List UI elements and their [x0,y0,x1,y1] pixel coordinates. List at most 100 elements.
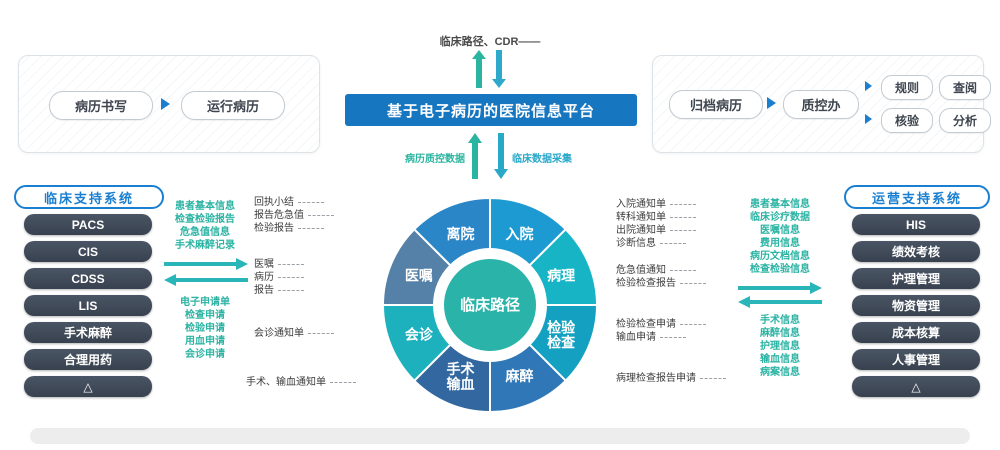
operation-item-more: △ [852,376,980,397]
dash-connector [670,270,696,271]
right-green-bottom-list: 手术信息 麻醉信息 护理信息 输血信息 病案信息 [734,314,826,379]
right-black-top-list: 入院通知单 转科通知单 出院通知单 诊断信息 [616,198,696,250]
footer-band [30,428,970,444]
flow-text: 检验申请 [185,323,225,334]
dash-connector [308,333,334,334]
flow-text: 手术麻醉记录 [175,240,235,251]
dash-connector [278,290,304,291]
flow-text: 用血申请 [185,336,225,347]
arrow-right-icon [865,114,872,124]
flow-text: 病理检查报告申请 [616,373,696,384]
clinical-item-cis: CIS [24,241,152,262]
wheel-segment-label: 入院 [506,226,534,242]
dash-connector [660,337,686,338]
flow-text: 患者基本信息 [175,201,235,212]
dash-connector [670,230,696,231]
wheel-center-circle [444,259,536,351]
qc-function-rules: 规则 [881,75,933,100]
flow-text: 费用信息 [760,238,800,249]
left-black-consult: 会诊通知单 [254,327,334,340]
flow-text: 出院通知单 [616,225,666,236]
left-arrow-icon [164,274,248,286]
flow-text: 检验检查报告 [616,278,676,289]
operation-item-nursing: 护理管理 [852,268,980,289]
dash-connector [278,277,304,278]
flow-text: 病历 [254,272,274,283]
wheel-segment-label: 医嘱 [405,268,433,284]
dash-connector [298,202,324,203]
wheel-segment-label: 手术输血 [447,361,475,392]
dash-connector [660,243,686,244]
flow-text: 病案信息 [760,367,800,378]
left-black-top-list: 回执小结 报告危急值 检验报告 [254,196,334,235]
flow-text: 手术信息 [760,315,800,326]
operation-panel-title: 运营支持系统 [844,185,990,209]
flow-text: 医嘱信息 [760,225,800,236]
operation-item-performance: 绩效考核 [852,241,980,262]
quality-data-label: 病历质控数据 [405,154,465,165]
right-black-request-list: 检验检查申请 输血申请 [616,318,706,344]
dash-connector [680,283,706,284]
flow-text: 检查申请 [185,310,225,321]
wheel-segment-label: 检验检查 [547,320,576,351]
dash-connector [330,382,356,383]
clinical-item-more: △ [24,376,152,397]
flow-text: 输血信息 [760,354,800,365]
qc-office-pill: 质控办 [783,90,859,119]
dash-connector [680,324,706,325]
cdr-label: 临床路径、CDR—— [439,36,541,48]
operation-item-his: HIS [852,214,980,235]
right-arrow-icon [738,282,822,294]
left-black-mid-list: 医嘱 病历 报告 [254,258,304,297]
wheel-segment-label: 离院 [447,226,475,242]
arrow-right-icon [865,81,872,91]
archived-record-pill: 归档病历 [669,90,763,119]
dash-connector [298,228,324,229]
clinical-item-rational-drug: 合理用药 [24,349,152,370]
right-black-mid-list: 危急值通知 检验检查报告 [616,264,706,290]
flow-text: 病历文档信息 [750,251,810,262]
operation-item-hr: 人事管理 [852,349,980,370]
clinical-item-cdss: CDSS [24,268,152,289]
flow-text: 电子申请单 [180,297,230,308]
flow-text: 检验检查申请 [616,319,676,330]
flow-text: 报告危急值 [254,210,304,221]
flow-text: 会诊申请 [185,349,225,360]
qc-function-analyze: 分析 [939,108,991,133]
left-green-top-list: 患者基本信息 检查检验报告 危急值信息 手术麻醉记录 [162,200,248,252]
flow-text: 危急值信息 [180,227,230,238]
wheel-center-label: 临床路径 [460,296,520,314]
operation-item-cost: 成本核算 [852,322,980,343]
dash-connector [308,215,334,216]
archive-qc-box: 归档病历 质控办 规则 查阅 核验 分析 [652,55,991,153]
right-green-top-list: 患者基本信息 临床诊疗数据 医嘱信息 费用信息 病历文档信息 检查检验信息 [734,198,826,276]
flow-text: 回执小结 [254,197,294,208]
flow-text: 检验报告 [254,223,294,234]
running-record-pill: 运行病历 [181,91,285,120]
right-black-pathology: 病理检查报告申请 [616,372,726,385]
left-green-bottom-list: 电子申请单 检查申请 检验申请 用血申请 会诊申请 [162,296,248,361]
dash-connector [278,264,304,265]
operation-item-material: 物资管理 [852,295,980,316]
arrow-right-icon [767,97,776,109]
dash-connector [670,217,696,218]
left-black-surgery: 手术、输血通知单 [246,376,356,389]
flow-text: 护理信息 [760,341,800,352]
wheel-segment-label: 麻醉 [505,368,534,384]
flow-text: 输血申请 [616,332,656,343]
up-arrow-icon [472,50,486,88]
clinical-collect-label: 临床数据采集 [512,154,572,165]
qc-function-review: 查阅 [939,75,991,100]
dash-connector [670,204,696,205]
platform-title: 基于电子病历的医院信息平台 [345,94,637,126]
flow-text: 会诊通知单 [254,328,304,339]
right-arrow-icon [164,258,248,270]
flow-text: 手术、输血通知单 [246,377,326,388]
clinical-item-lis: LIS [24,295,152,316]
arrow-right-icon [161,98,170,110]
flow-text: 危急值通知 [616,265,666,276]
left-arrow-icon [738,296,822,308]
record-writing-box: 病历书写 运行病历 [18,55,320,153]
